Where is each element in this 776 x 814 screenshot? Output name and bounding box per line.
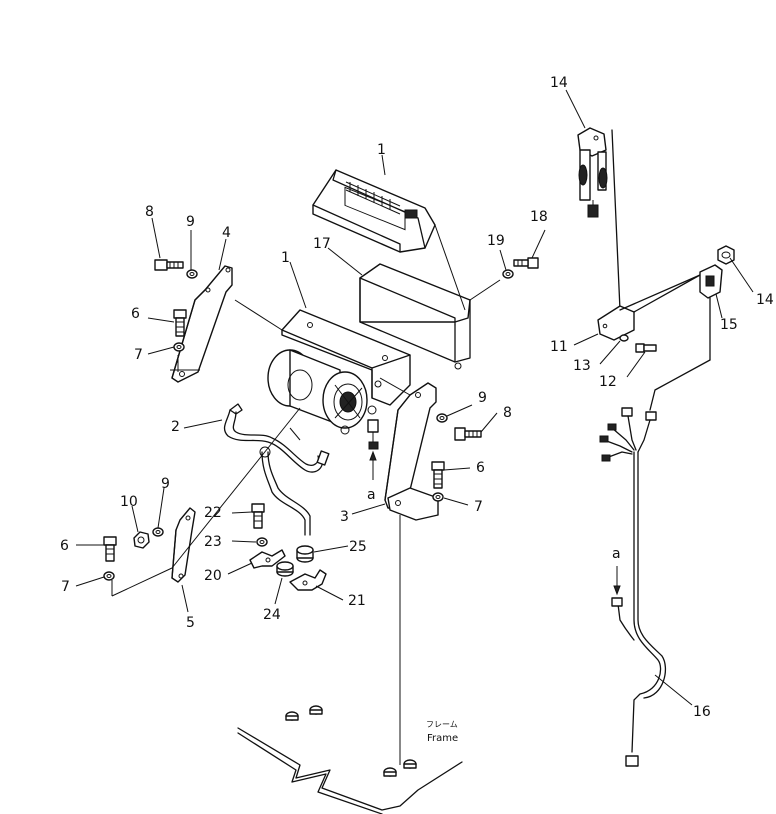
callout-labels: 1 1 2 3 4 5 6 6 6 7 7 7 8 8 9 9 9 10 11 … xyxy=(60,75,774,744)
callout-1-top: 1 xyxy=(377,142,386,158)
connector-arrow-left xyxy=(369,450,377,480)
connector-mark-a-left: a xyxy=(367,487,376,503)
callout-19: 19 xyxy=(487,233,505,249)
callout-11: 11 xyxy=(550,339,568,355)
callout-17: 17 xyxy=(313,236,331,252)
nut-14 xyxy=(717,245,735,265)
washer-9-right xyxy=(436,413,448,423)
washer-7-right xyxy=(432,492,444,502)
callout-1-bracket: 1 xyxy=(281,250,290,266)
fasteners xyxy=(103,257,539,591)
callout-12: 12 xyxy=(599,374,617,390)
washer-7-lower xyxy=(103,571,115,581)
washer-9-lower xyxy=(152,527,164,537)
callout-7-lower: 7 xyxy=(61,579,70,595)
callout-7-right: 7 xyxy=(474,499,483,515)
frame-label-jp: フレーム xyxy=(426,720,458,729)
plate-21 xyxy=(289,569,327,591)
callout-24: 24 xyxy=(263,607,281,623)
callout-14-nut: 14 xyxy=(756,292,774,308)
bolt-18 xyxy=(513,257,539,269)
blower-motor xyxy=(267,349,379,450)
screw-12 xyxy=(635,343,657,353)
nut-10 xyxy=(133,531,150,549)
wiring-harness-16 xyxy=(599,359,711,767)
grommet-24 xyxy=(276,561,294,577)
bracket-3 xyxy=(384,382,439,521)
cover-box xyxy=(359,224,471,370)
clamp-20 xyxy=(249,549,286,569)
washer-19 xyxy=(502,269,514,279)
callout-9-lower: 9 xyxy=(161,476,170,492)
washer-7-left xyxy=(173,342,185,352)
connector-mark-a-right: a xyxy=(612,546,621,562)
bolt-6-lower xyxy=(103,536,117,562)
callout-20: 20 xyxy=(204,568,222,584)
callout-8-right: 8 xyxy=(503,405,512,421)
blower-bracket xyxy=(281,309,411,406)
callout-23: 23 xyxy=(204,534,222,550)
callout-18: 18 xyxy=(530,209,548,225)
callout-15: 15 xyxy=(720,317,738,333)
callout-16: 16 xyxy=(693,704,711,720)
callout-7-left: 7 xyxy=(134,347,143,363)
relay-bracket-11 xyxy=(597,129,701,341)
bolt-22 xyxy=(251,503,265,529)
callout-21: 21 xyxy=(348,593,366,609)
relay-assembly-14 xyxy=(577,127,608,218)
callout-9-right: 9 xyxy=(478,390,487,406)
washer-9-upper xyxy=(186,269,198,279)
callout-10: 10 xyxy=(120,494,138,510)
callout-13: 13 xyxy=(573,358,591,374)
callout-6-lower: 6 xyxy=(60,538,69,554)
bracket-5 xyxy=(171,507,196,583)
callout-9-upper: 9 xyxy=(186,214,195,230)
callout-6-right: 6 xyxy=(476,460,485,476)
control-panel xyxy=(312,169,436,253)
duct-hose xyxy=(223,403,330,536)
callout-2: 2 xyxy=(171,419,180,435)
bolt-8-upper xyxy=(154,259,184,271)
connector-arrow-right xyxy=(613,566,621,596)
bracket-4 xyxy=(171,265,233,383)
bolt-6-right xyxy=(431,461,445,489)
callout-8-upper: 8 xyxy=(145,204,154,220)
washer-13 xyxy=(619,334,629,342)
bolt-8-right xyxy=(454,427,482,441)
grommet-25 xyxy=(296,545,314,563)
callout-22: 22 xyxy=(204,505,222,521)
frame-label-en: Frame xyxy=(427,733,458,744)
callout-6-left: 6 xyxy=(131,306,140,322)
callout-5: 5 xyxy=(186,615,195,631)
leader-lines xyxy=(75,89,754,765)
bracket-15 xyxy=(699,264,723,361)
callout-14-top: 14 xyxy=(550,75,568,91)
washer-23 xyxy=(256,537,268,547)
bolt-6-left xyxy=(173,309,187,337)
callout-3: 3 xyxy=(340,509,349,525)
callout-25: 25 xyxy=(349,539,367,555)
frame-outline xyxy=(237,705,463,814)
callout-4: 4 xyxy=(222,225,231,241)
